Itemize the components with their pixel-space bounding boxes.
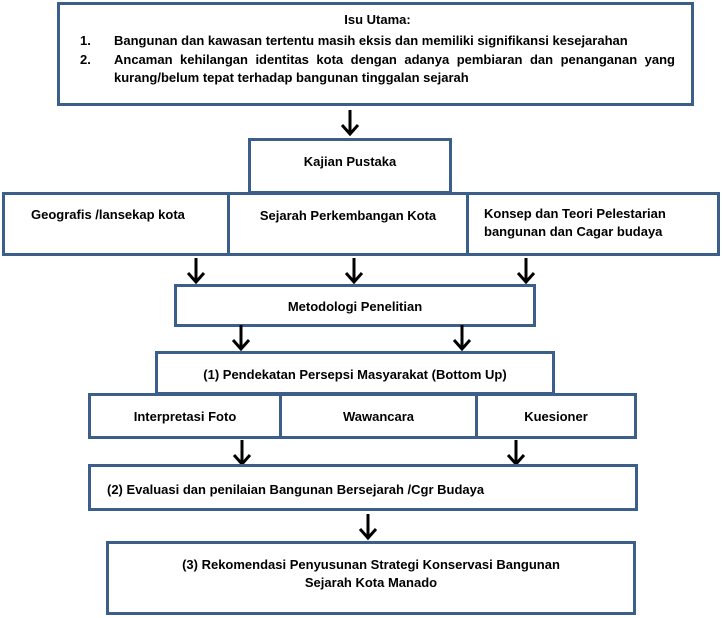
topic-history-box: Sejarah Perkembangan Kota: [227, 192, 469, 256]
approach-label: (1) Pendekatan Persepsi Masyarakat (Bott…: [203, 367, 507, 382]
main-issue-item-text: Ancaman kehilangan identitas kota dengan…: [114, 52, 675, 85]
main-issue-item-text: Bangunan dan kawasan tertentu masih eksi…: [114, 32, 628, 48]
methodology-label: Metodologi Penelitian: [287, 299, 423, 314]
flow-arrow: [516, 258, 536, 285]
main-issue-item: 2. Ancaman kehilangan identitas kota den…: [80, 51, 675, 86]
topic-conservation-box: Konsep dan Teori Pelestarian bangunan da…: [466, 192, 720, 256]
flow-arrow: [231, 325, 251, 352]
method-photo-label: Interpretasi Foto: [133, 409, 237, 424]
method-photo-box: Interpretasi Foto: [88, 393, 282, 439]
main-issue-box: Isu Utama: 1. Bangunan dan kawasan terte…: [57, 2, 694, 106]
method-questionnaire-label: Kuesioner: [524, 409, 588, 424]
approach-box: (1) Pendekatan Persepsi Masyarakat (Bott…: [155, 351, 555, 395]
literature-review-box: Kajian Pustaka: [248, 138, 452, 194]
flow-arrow: [232, 440, 252, 467]
topic-geography-label: Geografis /lansekap kota: [31, 207, 185, 222]
main-issue-item-number: 1.: [80, 32, 91, 48]
main-issue-title: Isu Utama:: [344, 12, 411, 27]
flow-arrow: [358, 514, 378, 541]
flow-arrow: [506, 440, 526, 467]
main-issue-item-number: 2.: [80, 52, 91, 68]
method-interview-label: Wawancara: [342, 409, 415, 424]
recommendation-box: (3) Rekomendasi Penyusunan Strategi Kons…: [106, 541, 636, 615]
literature-review-label: Kajian Pustaka: [303, 154, 397, 169]
evaluation-label: (2) Evaluasi dan penilaian Bangunan Bers…: [107, 482, 485, 497]
topic-history-label: Sejarah Perkembangan Kota: [259, 208, 437, 223]
topic-geography-box: Geografis /lansekap kota: [2, 192, 230, 256]
evaluation-box: (2) Evaluasi dan penilaian Bangunan Bers…: [88, 464, 638, 511]
flow-arrow: [344, 258, 364, 285]
topic-conservation-label: Konsep dan Teori Pelestarian bangunan da…: [484, 206, 666, 239]
flow-arrow: [452, 325, 472, 352]
method-questionnaire-box: Kuesioner: [475, 393, 637, 439]
main-issue-item: 1. Bangunan dan kawasan tertentu masih e…: [80, 32, 675, 50]
method-interview-box: Wawancara: [279, 393, 478, 439]
flow-arrow: [340, 110, 360, 137]
recommendation-label: (3) Rekomendasi Penyusunan Strategi Kons…: [182, 557, 560, 590]
methodology-box: Metodologi Penelitian: [174, 284, 536, 327]
flow-arrow: [186, 258, 206, 285]
main-issue-list: 1. Bangunan dan kawasan tertentu masih e…: [80, 32, 675, 87]
